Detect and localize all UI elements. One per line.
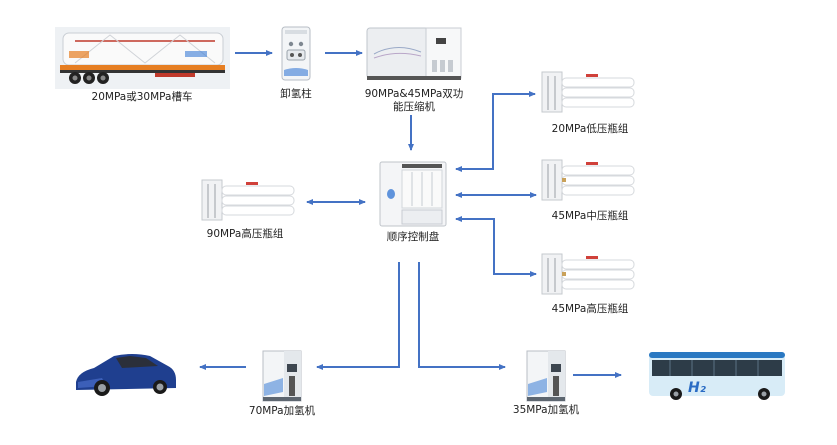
fuel-cell-car-icon — [76, 354, 176, 396]
arrow-panel-to-d35 — [418, 262, 506, 370]
unloading-post-label: 卸氢柱 — [280, 88, 312, 100]
fuel-cell-car — [72, 350, 180, 398]
unloading-post-icon — [281, 26, 311, 81]
control-panel-label: 顺序控制盘 — [386, 231, 440, 243]
dispenser-70mpa-label: 70MPa加氢机 — [248, 405, 316, 417]
tube-trailer — [55, 27, 230, 89]
mid45-bank-label: 45MPa中压瓶组 — [551, 210, 629, 222]
cylinder-bank-icon — [541, 71, 635, 113]
mid45-bank — [540, 158, 635, 203]
compressor-icon — [366, 27, 462, 80]
compressor-label-line1: 90MPa&45MPa双功 — [364, 88, 464, 100]
compressor-label-line2: 能压缩机 — [393, 101, 435, 113]
tube-trailer-label: 20MPa或30MPa槽车 — [91, 91, 193, 103]
dispenser-icon — [262, 350, 302, 402]
high45-bank-label: 45MPa高压瓶组 — [551, 303, 629, 315]
bus-h2-logo: H₂ — [688, 380, 707, 396]
arrow-panel-high45-bank — [455, 216, 537, 277]
compressor — [366, 24, 462, 82]
tube-trailer-icon — [55, 27, 230, 89]
low-pressure-bank-label: 20MPa低压瓶组 — [551, 123, 629, 135]
dispenser-35mpa-label: 35MPa加氢机 — [512, 404, 580, 416]
dispenser-35mpa — [526, 350, 566, 402]
control-panel — [378, 160, 448, 228]
arrow-panel-low-bank — [455, 91, 536, 172]
unloading-post — [281, 26, 311, 81]
high90-bank-label: 90MPa高压瓶组 — [206, 228, 284, 240]
cylinder-bank-icon — [541, 159, 635, 201]
high45-bank — [540, 252, 635, 297]
control-panel-icon — [379, 161, 447, 227]
low-pressure-bank — [540, 70, 635, 115]
dispenser-70mpa — [262, 350, 302, 402]
high90-bank — [200, 178, 295, 223]
arrow-panel-to-d70 — [316, 262, 400, 370]
fuel-cell-bus-icon: H₂ — [649, 352, 785, 400]
cylinder-bank-icon — [201, 179, 295, 221]
fuel-cell-bus: H₂ — [648, 350, 786, 402]
dispenser-icon — [526, 350, 566, 402]
cylinder-bank-icon — [541, 253, 635, 295]
